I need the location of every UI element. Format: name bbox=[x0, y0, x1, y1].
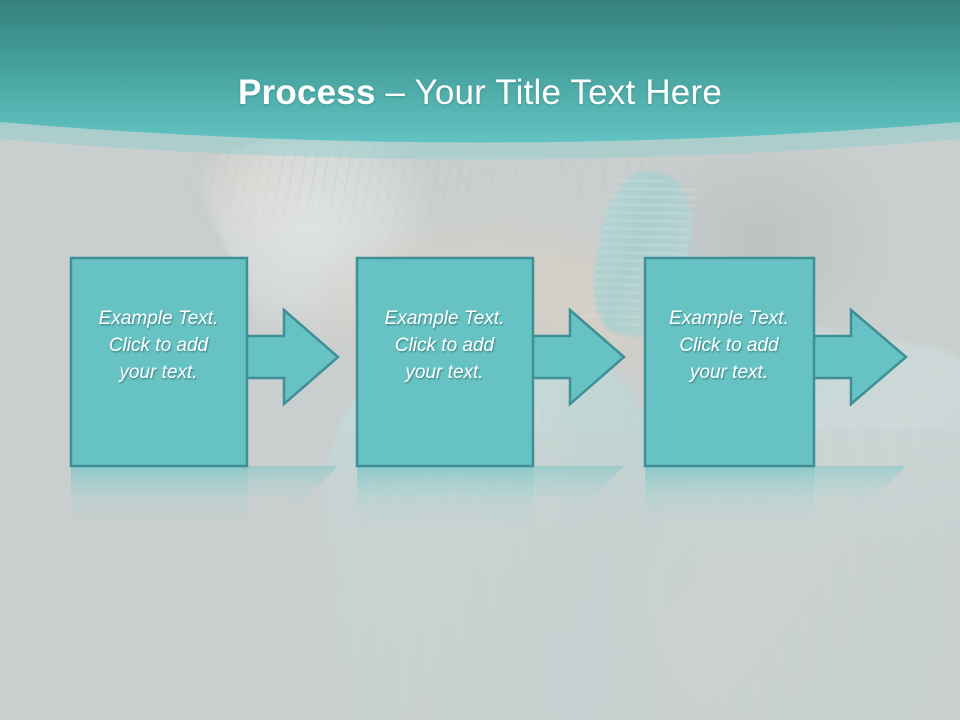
page-title-rest: – Your Title Text Here bbox=[375, 73, 722, 113]
page-title: Process – Your Title Text Here bbox=[0, 71, 960, 115]
process-step-label-1[interactable]: Example Text. Click to add your text. bbox=[98, 308, 219, 383]
photo-fade-overlay-bottom bbox=[0, 430, 960, 720]
header-banner bbox=[0, 0, 960, 175]
process-step-label-3[interactable]: Example Text. Click to add your text. bbox=[669, 308, 789, 383]
page-title-strong: Process bbox=[238, 73, 376, 113]
header-curve-main bbox=[0, 0, 960, 143]
process-step-label-2[interactable]: Example Text. Click to add your text. bbox=[384, 308, 505, 383]
